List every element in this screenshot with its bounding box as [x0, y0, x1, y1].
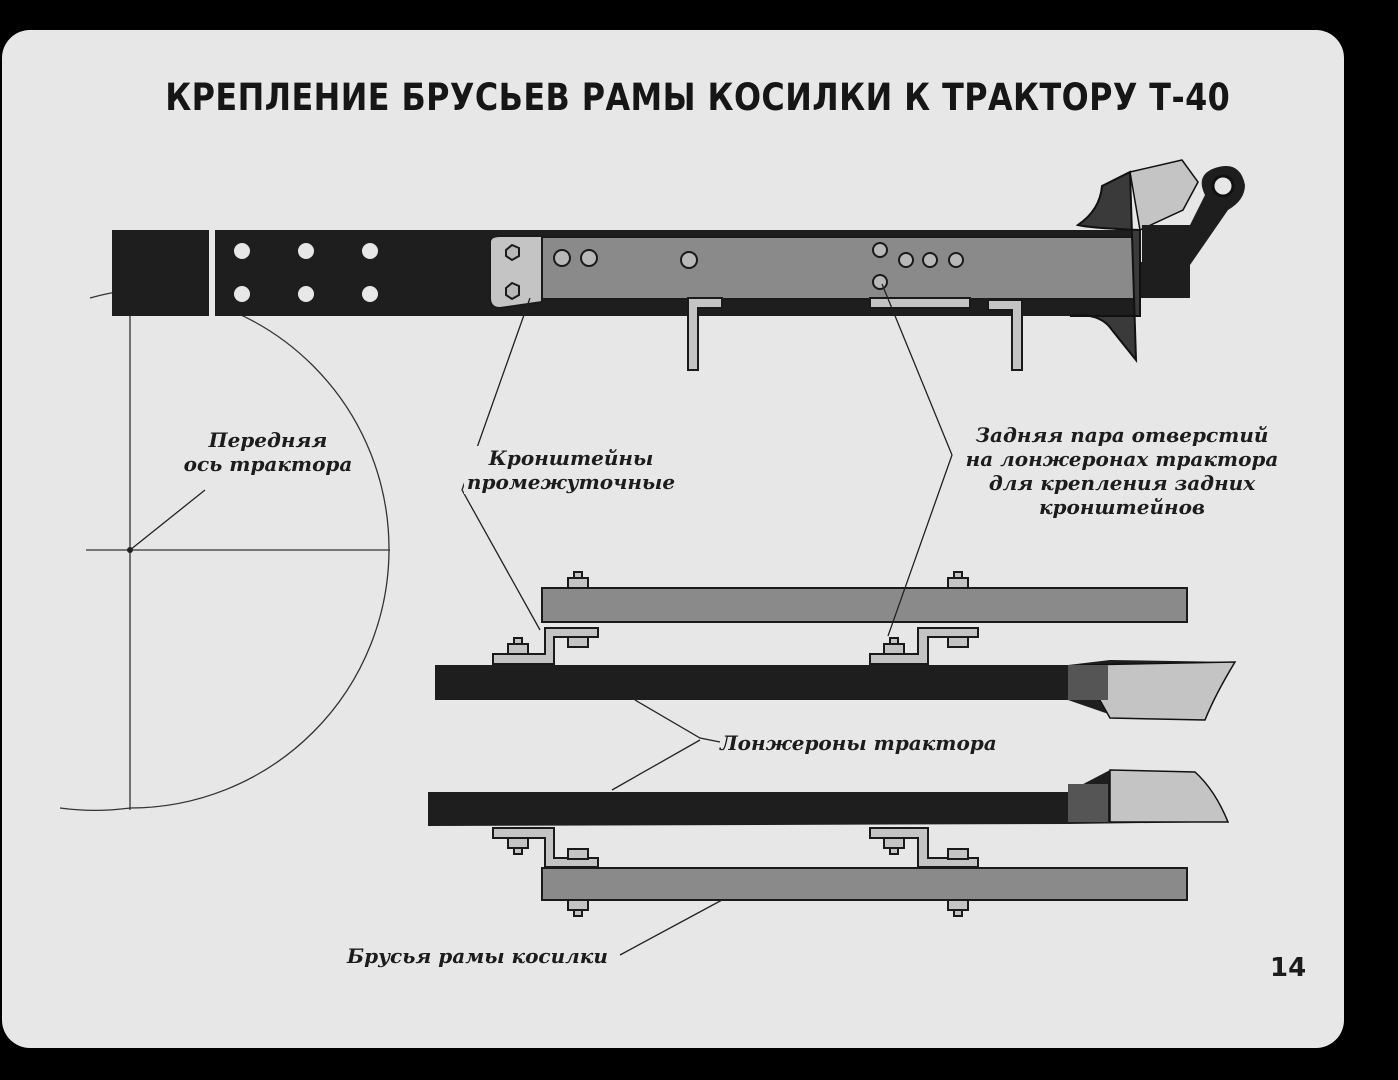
nuts-upper — [507, 571, 969, 655]
page-number: 14 — [1270, 953, 1307, 983]
intermediate-bracket-plate — [489, 235, 543, 310]
mower-bar-upper — [541, 587, 1188, 623]
side-member-lower — [428, 770, 1228, 826]
casting-break — [1129, 159, 1199, 232]
side-view-lower — [428, 769, 1230, 917]
label-front-axle: Передняя ось трактора — [180, 428, 356, 476]
mower-bar-top-view — [541, 236, 1141, 300]
page-title: КРЕПЛЕНИЕ БРУСЬЕВ РАМЫ КОСИЛКИ К ТРАКТОР… — [165, 76, 1231, 119]
mounting-holes — [234, 243, 378, 302]
side-member-gap — [209, 228, 215, 318]
bolts-top — [505, 242, 964, 301]
side-view-upper — [435, 571, 1237, 721]
leader-lines — [129, 283, 953, 956]
rear-brackets-top-view — [687, 297, 1023, 371]
label-intermediate-brackets: Кронштейны промежуточные — [464, 446, 678, 494]
label-tractor-side-members: Лонжероны трактора — [720, 731, 997, 755]
rear-flange — [1069, 170, 1141, 363]
label-rear-holes: Задняя пара отверстий на лонжеронах трак… — [956, 423, 1288, 519]
nuts-lower — [507, 837, 969, 917]
label-mower-frame-bars: Брусья рамы косилки — [347, 944, 608, 968]
hinge-eye — [1211, 174, 1235, 198]
mower-bar-lower — [541, 867, 1188, 901]
side-member-upper — [435, 660, 1235, 720]
top-view-assembly — [59, 159, 1245, 812]
